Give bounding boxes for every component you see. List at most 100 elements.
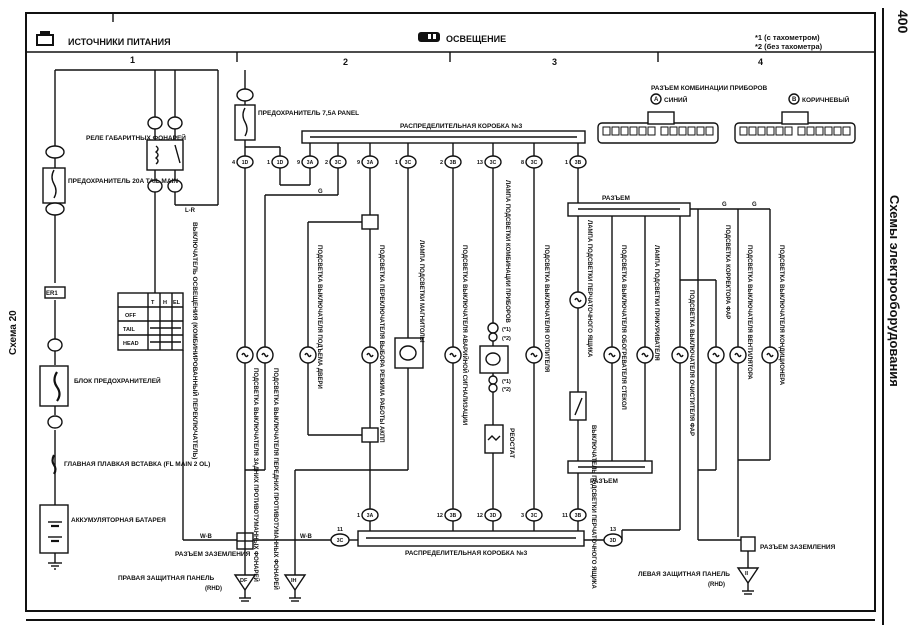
junction-box-top-label: РАСПРЕДЕЛИТЕЛЬНАЯ КОРОБКА №3 — [400, 123, 523, 130]
load-label: ПОДСВЕТКА ВЫКЛЮЧАТЕЛЯ ПОДЪЕМА ДВЕРИ — [316, 245, 322, 389]
top-connector-pin: 2 — [325, 160, 328, 166]
power-connectors — [44, 116, 183, 429]
top-connector-id: 3A — [307, 160, 314, 166]
connector-a-color: СИНИЙ — [664, 95, 688, 104]
tail-relay — [146, 139, 184, 171]
connector-pin — [629, 126, 638, 136]
top-connector — [484, 155, 502, 169]
load-wiring — [244, 168, 579, 575]
scheme-label: Схема 20 — [8, 310, 19, 355]
top-connector-id: 3C — [335, 160, 342, 166]
connector-pin — [748, 126, 757, 136]
ground-connector-right-label: РАЗЪЕМ ЗАЗЕМЛЕНИЯ — [175, 551, 251, 558]
connector-a-letter: A — [654, 97, 659, 103]
battery-label: АККУМУЛЯТОРНАЯ БАТАРЕЯ — [71, 517, 166, 524]
bottom-connector-id: 3D — [610, 538, 617, 544]
connector-pin — [806, 126, 815, 136]
switch-row-off: OFF — [125, 313, 137, 319]
note-no-tachometer: *2 (без тахометра) — [755, 42, 823, 51]
top-connector-id: 1D — [242, 160, 249, 166]
top-connector — [329, 155, 347, 169]
connector-pin — [696, 126, 705, 136]
relay-label: РЕЛЕ ГАБАРИТНЫХ ФОНАРЕЙ — [86, 133, 186, 142]
load-label: ПОДСВЕТКА ВЫКЛЮЧАТЕЛЯ ОТОПИТЕЛЯ — [543, 245, 549, 372]
connector-pin — [784, 126, 793, 136]
bottom-connector-pin: 11 — [562, 513, 568, 519]
top-connector-id: 3C — [531, 160, 538, 166]
connector-pin — [775, 126, 784, 136]
top-connector-pin: 13 — [477, 160, 483, 166]
connector-pin — [757, 126, 766, 136]
note-tachometer: *1 (с тахометром) — [755, 33, 820, 42]
connector-b-color: КОРИЧНЕВЫЙ — [802, 95, 850, 104]
wire-color-wb-2: W-B — [300, 534, 313, 540]
top-connector-pin: 2 — [440, 160, 443, 166]
connector-pin — [705, 126, 714, 136]
light-switch-title: ВЫКЛЮЧАТЕЛЬ ОСВЕЩЕНИЯ (КОМБИНИРОВАННЫЙ П… — [191, 222, 200, 459]
bottom-connector-id: 3C — [337, 538, 344, 544]
wire-color-g: G — [318, 189, 323, 195]
bottom-connector-id: 3D — [490, 513, 497, 519]
top-connector — [399, 155, 417, 169]
instrument-connector-b — [734, 111, 856, 144]
page-number: 400 — [895, 10, 911, 34]
connector-pin — [638, 126, 647, 136]
er1-label: ER1 — [46, 291, 58, 297]
bottom-connector-id: 3B — [575, 513, 582, 519]
bottom-connector-pin: 12 — [477, 513, 483, 519]
top-connector-id: 3C — [405, 160, 412, 166]
right-rhd-label: (RHD) — [205, 586, 222, 592]
connector-panel-title: РАЗЪЕМ КОМБИНАЦИИ ПРИБОРОВ — [651, 85, 768, 92]
top-connector-pin: 8 — [521, 160, 524, 166]
rheostat-label: РЕОСТАТ — [508, 428, 515, 458]
top-connector-pin: 1 — [395, 160, 398, 166]
wire-color-g-2: G — [722, 202, 727, 208]
rheostat — [484, 424, 504, 454]
load-lamps — [236, 291, 779, 364]
load-label: ПОДСВЕТКА ВЫКЛЮЧАТЕЛЯ ПЕРЕДНИХ ПРОТИВОТУ… — [272, 368, 280, 590]
left-rhd-label: (RHD) — [708, 582, 725, 588]
bottom-connector-pin: 13 — [610, 527, 616, 533]
switch-row-head: HEAD — [123, 341, 139, 347]
top-connector-pin: 1 — [267, 160, 270, 166]
instrument-mark-4: (*2) — [502, 387, 511, 393]
switch-row-tail: TAIL — [123, 327, 135, 333]
top-connector — [271, 155, 289, 169]
instrument-connector-a — [597, 111, 719, 144]
connector-pin — [620, 126, 629, 136]
connector-pin — [611, 126, 620, 136]
column-4: 4 — [758, 57, 763, 67]
left-panel-label: ЛЕВАЯ ЗАЩИТНАЯ ПАНЕЛЬ — [638, 571, 730, 578]
top-connector — [569, 155, 587, 169]
ground-df-id: DF — [240, 578, 248, 584]
connector-pin — [797, 126, 806, 136]
top-connector — [525, 155, 543, 169]
switch-header-h: H — [163, 300, 167, 306]
battery-icon — [36, 31, 54, 46]
bottom-connector-pin: 3 — [521, 513, 524, 519]
connector-pin — [815, 126, 824, 136]
connector-b-badge — [788, 93, 800, 105]
connector-b-letter: B — [792, 97, 797, 103]
ground-ih-id: IH — [291, 578, 297, 584]
section-power-title: ИСТОЧНИКИ ПИТАНИЯ — [68, 37, 171, 47]
wire-color-wb: W-B — [200, 534, 213, 540]
connector-pin — [739, 126, 748, 136]
column-2: 2 — [343, 57, 348, 67]
right-connector-bar — [567, 202, 771, 568]
load-label: ПОДСВЕТКА ВЫКЛЮЧАТЕЛЯ ВЕНТИЛЯТОРА — [746, 245, 752, 380]
instrument-mark-3: (*1) — [502, 379, 511, 385]
section-title: Схемы электрооборудования — [887, 195, 902, 387]
connector-pin — [687, 126, 696, 136]
connector-pin — [669, 126, 678, 136]
connector-pin — [824, 126, 833, 136]
power-supply-wiring — [39, 69, 237, 570]
connector-a-badge — [650, 93, 662, 105]
main-fuse-label: ГЛАВНАЯ ПЛАВКАЯ ВСТАВКА (FL MAIN 2 OL) — [64, 461, 210, 468]
fuse-block-label: БЛОК ПРЕДОХРАНИТЕЛЕЙ — [74, 376, 161, 385]
load-label: ЛАМПА ПОДСВЕТКИ МАГНИТОЛЫ — [418, 240, 424, 343]
battery-symbol — [39, 504, 69, 554]
wire-color-g-3: G — [752, 202, 757, 208]
